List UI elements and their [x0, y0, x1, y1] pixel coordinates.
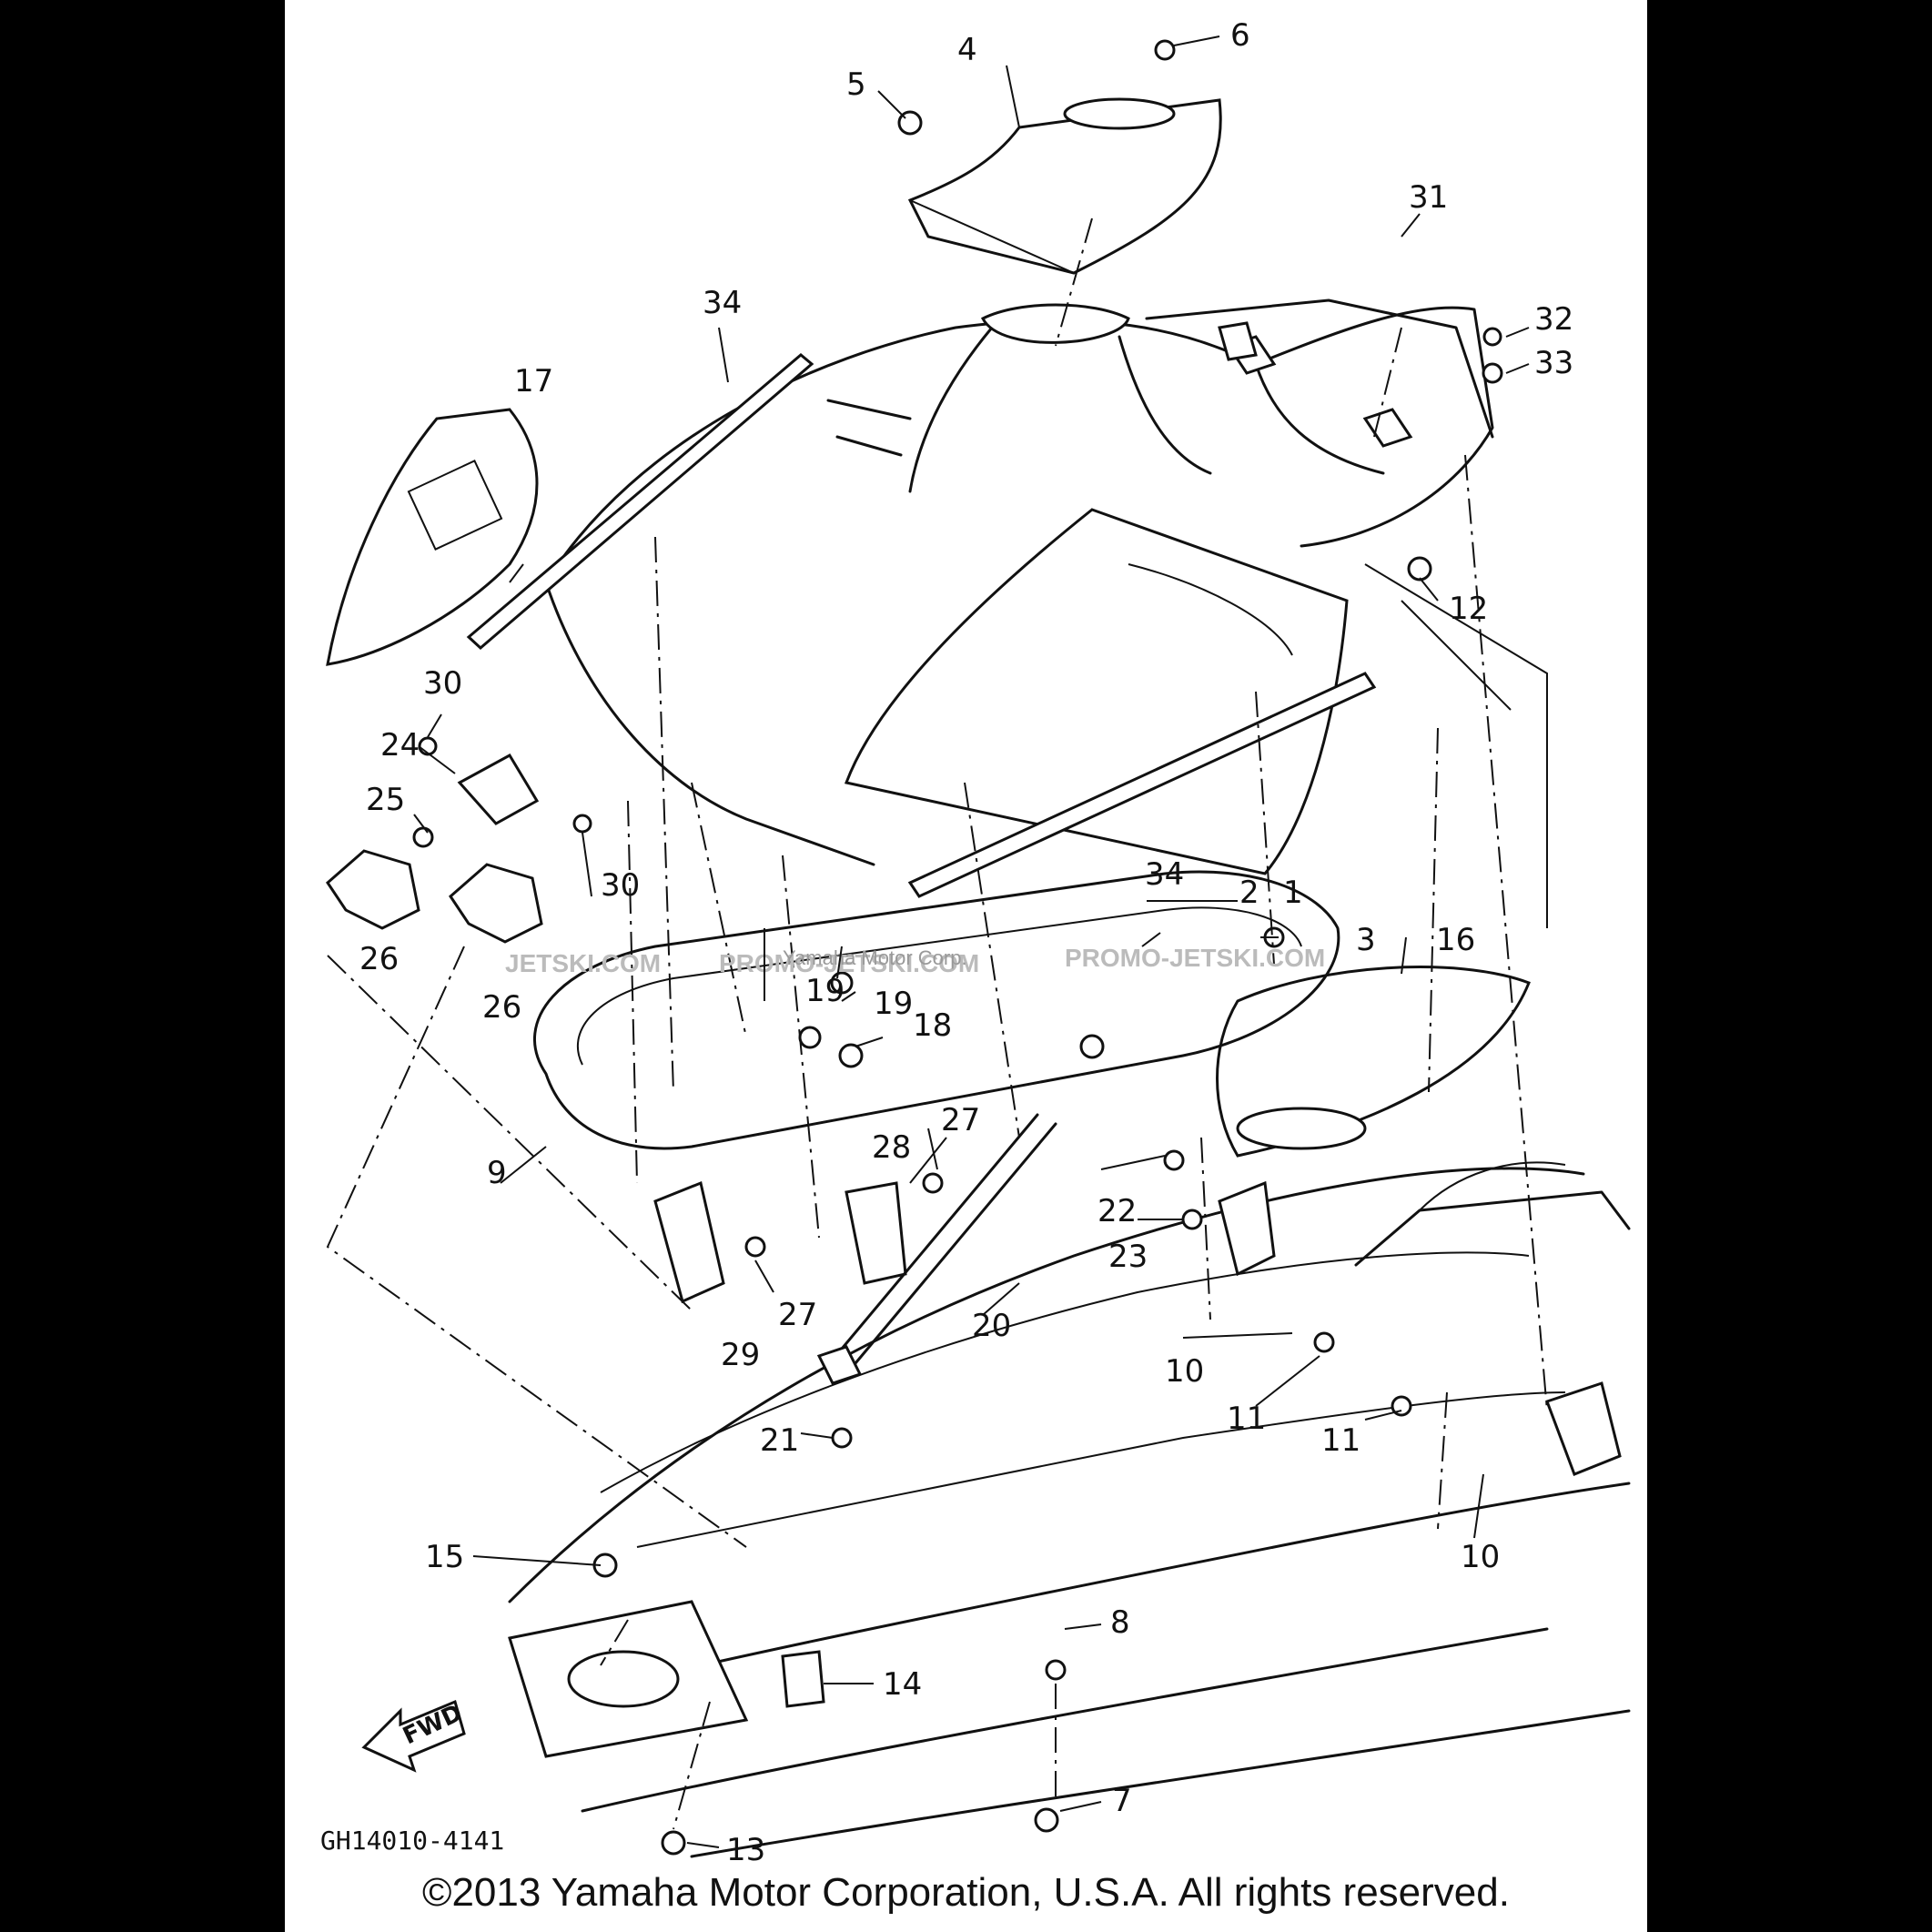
callout-28: 28 — [872, 1129, 911, 1166]
callout-11-lower: 11 — [1321, 1422, 1360, 1459]
panel-17 — [326, 408, 539, 666]
callout-labels: 4 6 5 31 32 33 34 17 12 30 24 25 30 34 2… — [359, 17, 1573, 1868]
callout-31: 31 — [1409, 179, 1448, 216]
callout-33: 33 — [1534, 345, 1573, 381]
callout-22: 22 — [1097, 1193, 1137, 1229]
bracket-26-right — [449, 863, 543, 944]
callout-26-right: 26 — [482, 989, 521, 1026]
callout-34-right: 34 — [1145, 856, 1184, 893]
callout-13: 13 — [726, 1832, 765, 1868]
stay-rod-20 — [816, 1113, 1057, 1385]
callout-27-upper: 27 — [941, 1102, 980, 1138]
hinge-right — [1218, 1180, 1622, 1476]
callout-8: 8 — [1110, 1604, 1130, 1641]
callout-5: 5 — [846, 66, 866, 103]
callout-12: 12 — [1449, 591, 1488, 627]
callout-10-upper: 10 — [1165, 1353, 1204, 1390]
fwd-arrow: FWD — [361, 1699, 467, 1773]
callout-15: 15 — [425, 1539, 464, 1575]
callout-32: 32 — [1534, 301, 1573, 338]
callout-3: 3 — [1356, 922, 1376, 958]
callout-20: 20 — [972, 1308, 1011, 1344]
watermark-small: Yamaha Motor Corp. — [783, 946, 967, 969]
callout-14: 14 — [883, 1666, 922, 1703]
watermark-promo-1: PROMO-JETSKI.COM — [719, 949, 979, 977]
callout-10-lower: 10 — [1461, 1539, 1500, 1575]
bracket-26-left — [326, 849, 420, 930]
steering-cover-4 — [907, 97, 1222, 275]
watermark-promo-2: PROMO-JETSKI.COM — [1065, 944, 1325, 972]
callout-19-lower: 19 — [874, 986, 913, 1022]
callout-30-right: 30 — [601, 867, 640, 904]
callout-26-left: 26 — [359, 941, 399, 977]
callout-21: 21 — [760, 1422, 799, 1459]
callout-18: 18 — [913, 1007, 952, 1044]
callout-29: 29 — [721, 1337, 760, 1373]
callout-23: 23 — [1108, 1239, 1148, 1275]
nose-cone — [508, 1600, 825, 1758]
watermarks: JETSKI.COM PROMO-JETSKI.COM PROMO-JETSKI… — [505, 944, 1325, 977]
plate-28 — [845, 1181, 907, 1285]
bracket-24 — [457, 753, 540, 825]
copyright-notice: ©2013 Yamaha Motor Corporation, U.S.A. A… — [422, 1870, 1510, 1915]
rear-deck — [1145, 298, 1548, 928]
assembly-lines — [326, 217, 1548, 1830]
callout-27-lower: 27 — [778, 1297, 817, 1333]
callout-19-upper: 19 — [805, 973, 845, 1009]
callout-17: 17 — [514, 363, 553, 400]
callout-4: 4 — [957, 32, 977, 68]
callout-34-top: 34 — [703, 285, 742, 321]
callout-6: 6 — [1230, 17, 1250, 54]
callout-1: 1 — [1283, 875, 1303, 911]
front-frame-9 — [533, 870, 1340, 1150]
callout-16: 16 — [1436, 922, 1475, 958]
callout-7: 7 — [1112, 1783, 1132, 1819]
callout-11-upper: 11 — [1227, 1401, 1266, 1437]
callout-30-left: 30 — [423, 665, 462, 702]
callout-9: 9 — [487, 1155, 507, 1191]
watermark-jetski: JETSKI.COM — [505, 949, 661, 977]
plate-29 — [653, 1180, 725, 1304]
trim-strip-34 — [466, 353, 1377, 898]
callout-2: 2 — [1239, 875, 1259, 911]
leader-lines — [413, 35, 1530, 1848]
diagram-code: GH14010-4141 — [320, 1826, 504, 1856]
seat-16 — [844, 508, 1531, 1158]
callout-25: 25 — [366, 782, 405, 818]
callout-24: 24 — [380, 727, 420, 764]
